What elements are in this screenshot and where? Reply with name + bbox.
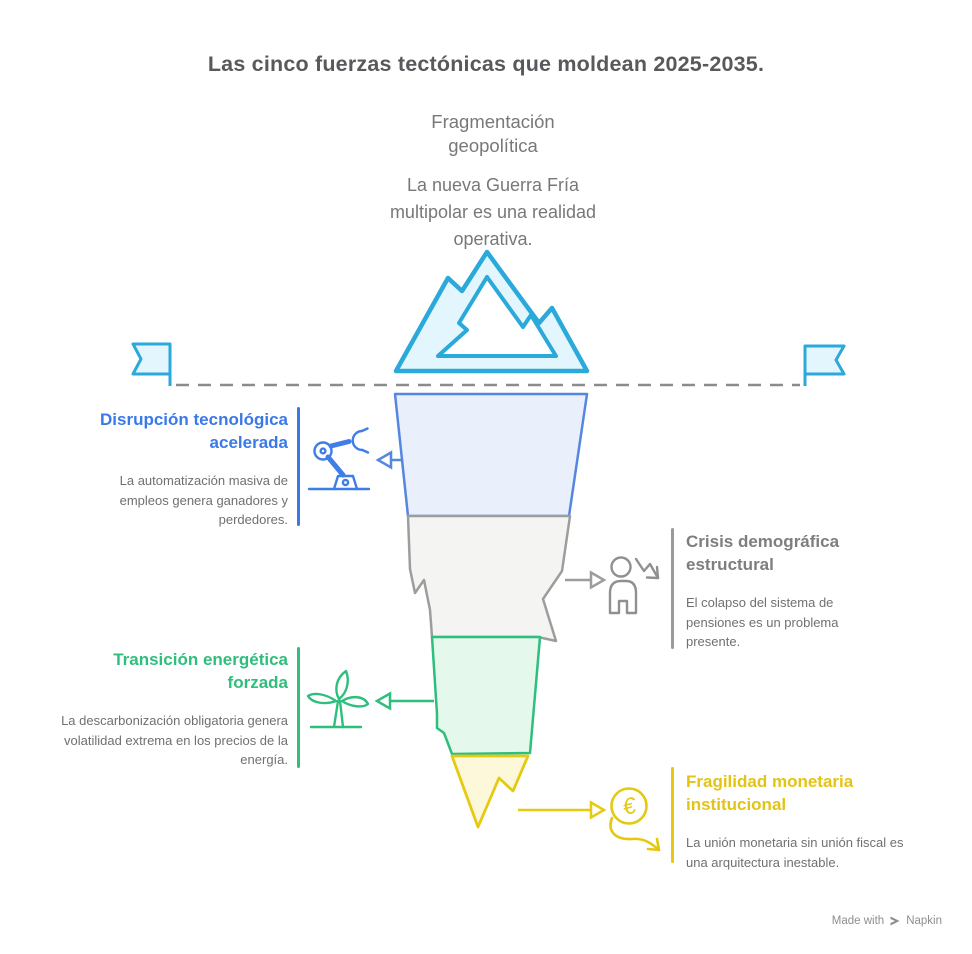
- wind-turbine-icon: [306, 669, 370, 729]
- divider-monetary: [671, 767, 674, 863]
- force-demography-block: Crisis demográfica estructural El colaps…: [686, 531, 866, 652]
- page-title: Las cinco fuerzas tectónicas que moldean…: [207, 52, 765, 76]
- euro-decline-icon: €: [609, 787, 661, 852]
- mountain-icon: [393, 249, 590, 374]
- segment-energy: [430, 635, 542, 756]
- connector-technology: [375, 450, 403, 470]
- watermark[interactable]: Made with Napkin: [832, 915, 942, 927]
- flag-left-icon: [131, 342, 172, 386]
- force-technology-heading: Disrupción tecnológica acelerada: [100, 410, 288, 452]
- svg-text:€: €: [620, 792, 640, 821]
- force-monetary-block: Fragilidad monetaria institucional La un…: [686, 771, 910, 872]
- connector-demography: [565, 570, 607, 590]
- divider-demography: [671, 528, 674, 649]
- force-demography-body: El colapso del sistema de pensiones es u…: [686, 595, 839, 650]
- force-geopolitics-body: La nueva Guerra Fría multipolar es una r…: [389, 175, 597, 249]
- divider-technology: [297, 407, 300, 526]
- robot-arm-icon: [307, 427, 371, 491]
- force-demography-heading: Crisis demográfica estructural: [686, 532, 840, 574]
- watermark-brand: Napkin: [906, 915, 942, 927]
- force-monetary-heading: Fragilidad monetaria institucional: [686, 772, 854, 814]
- force-energy-body: La descarbonización obligatoria genera v…: [61, 713, 288, 768]
- force-energy-heading: Transición energética forzada: [113, 650, 288, 692]
- flag-right-icon: [803, 344, 846, 386]
- napkin-logo-icon: [890, 916, 900, 926]
- segment-monetary: [450, 754, 530, 829]
- watermark-made-with: Made with: [831, 915, 885, 927]
- force-monetary-body: La unión monetaria sin unión fiscal es u…: [686, 835, 904, 870]
- force-technology-body: La automatización masiva de empleos gene…: [119, 473, 288, 528]
- connector-monetary: [518, 800, 607, 820]
- force-energy-block: Transición energética forzada La descarb…: [58, 649, 288, 770]
- force-geopolitics-heading: Fragmentación geopolítica: [431, 111, 555, 157]
- connector-energy: [374, 691, 434, 711]
- segment-technology: [393, 392, 589, 518]
- divider-energy: [297, 647, 300, 768]
- force-technology-block: Disrupción tecnológica acelerada La auto…: [88, 409, 288, 530]
- person-decline-icon: [608, 556, 660, 615]
- segment-demography: [406, 514, 572, 643]
